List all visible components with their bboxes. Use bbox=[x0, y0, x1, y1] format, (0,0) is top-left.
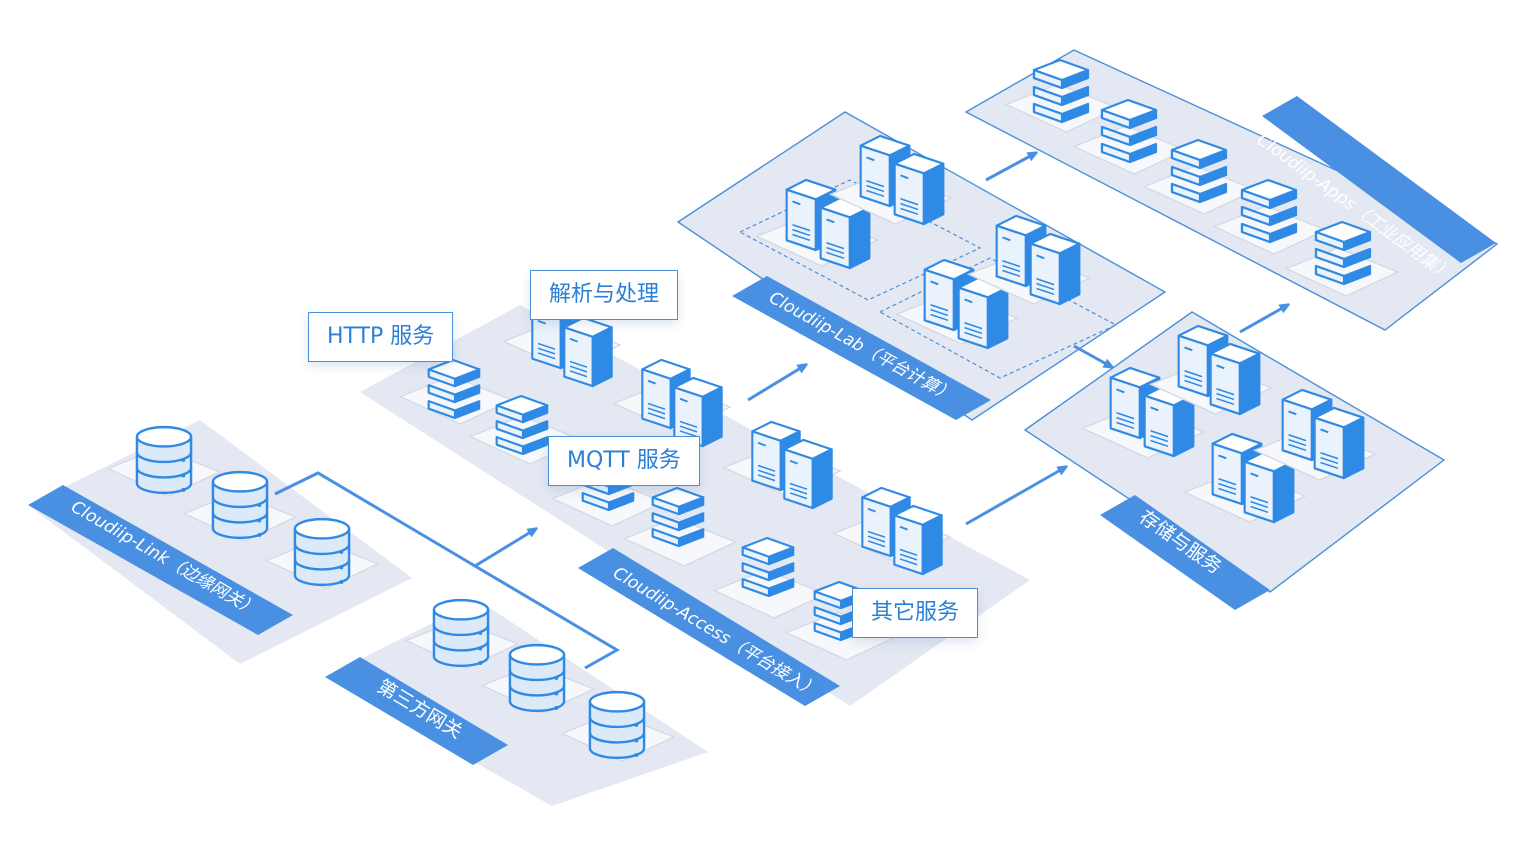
callout-http: HTTP 服务 bbox=[308, 312, 454, 362]
database-icon bbox=[211, 470, 269, 540]
lab-to-storage-arrow bbox=[1073, 344, 1110, 366]
server-tower-icon bbox=[1313, 406, 1365, 480]
link-label-band bbox=[28, 485, 293, 635]
lab-to-apps-arrow bbox=[985, 154, 1034, 182]
database-icon bbox=[588, 690, 646, 760]
server-tower-icon bbox=[893, 152, 945, 226]
database-icon bbox=[293, 517, 351, 587]
server-tower-icon bbox=[563, 316, 613, 388]
database-icon bbox=[508, 643, 566, 713]
third-party-to-access-line bbox=[472, 530, 621, 670]
third-party-label-band bbox=[325, 657, 508, 765]
server-tower-icon bbox=[1209, 342, 1261, 416]
server-tower-icon bbox=[1029, 232, 1081, 306]
access-to-lab-arrow bbox=[747, 366, 804, 402]
storage-label-band bbox=[1100, 495, 1270, 610]
server-tower-icon bbox=[893, 504, 943, 576]
storage-to-apps-arrow bbox=[1239, 306, 1286, 334]
callout-parse: 解析与处理 bbox=[530, 270, 679, 320]
link-platform bbox=[28, 420, 412, 664]
access-label-band bbox=[578, 548, 840, 706]
lab-cluster-left bbox=[738, 179, 982, 301]
callout-other: 其它服务 bbox=[852, 588, 979, 638]
server-tower-icon bbox=[783, 438, 833, 510]
lab-label-band bbox=[732, 276, 991, 420]
database-icon bbox=[135, 425, 193, 495]
callout-mqtt: MQTT 服务 bbox=[548, 436, 700, 486]
apps-label-band bbox=[1262, 96, 1496, 263]
database-icon bbox=[432, 598, 490, 668]
access-to-storage-arrow bbox=[965, 468, 1064, 526]
link-to-access-line bbox=[274, 471, 476, 568]
